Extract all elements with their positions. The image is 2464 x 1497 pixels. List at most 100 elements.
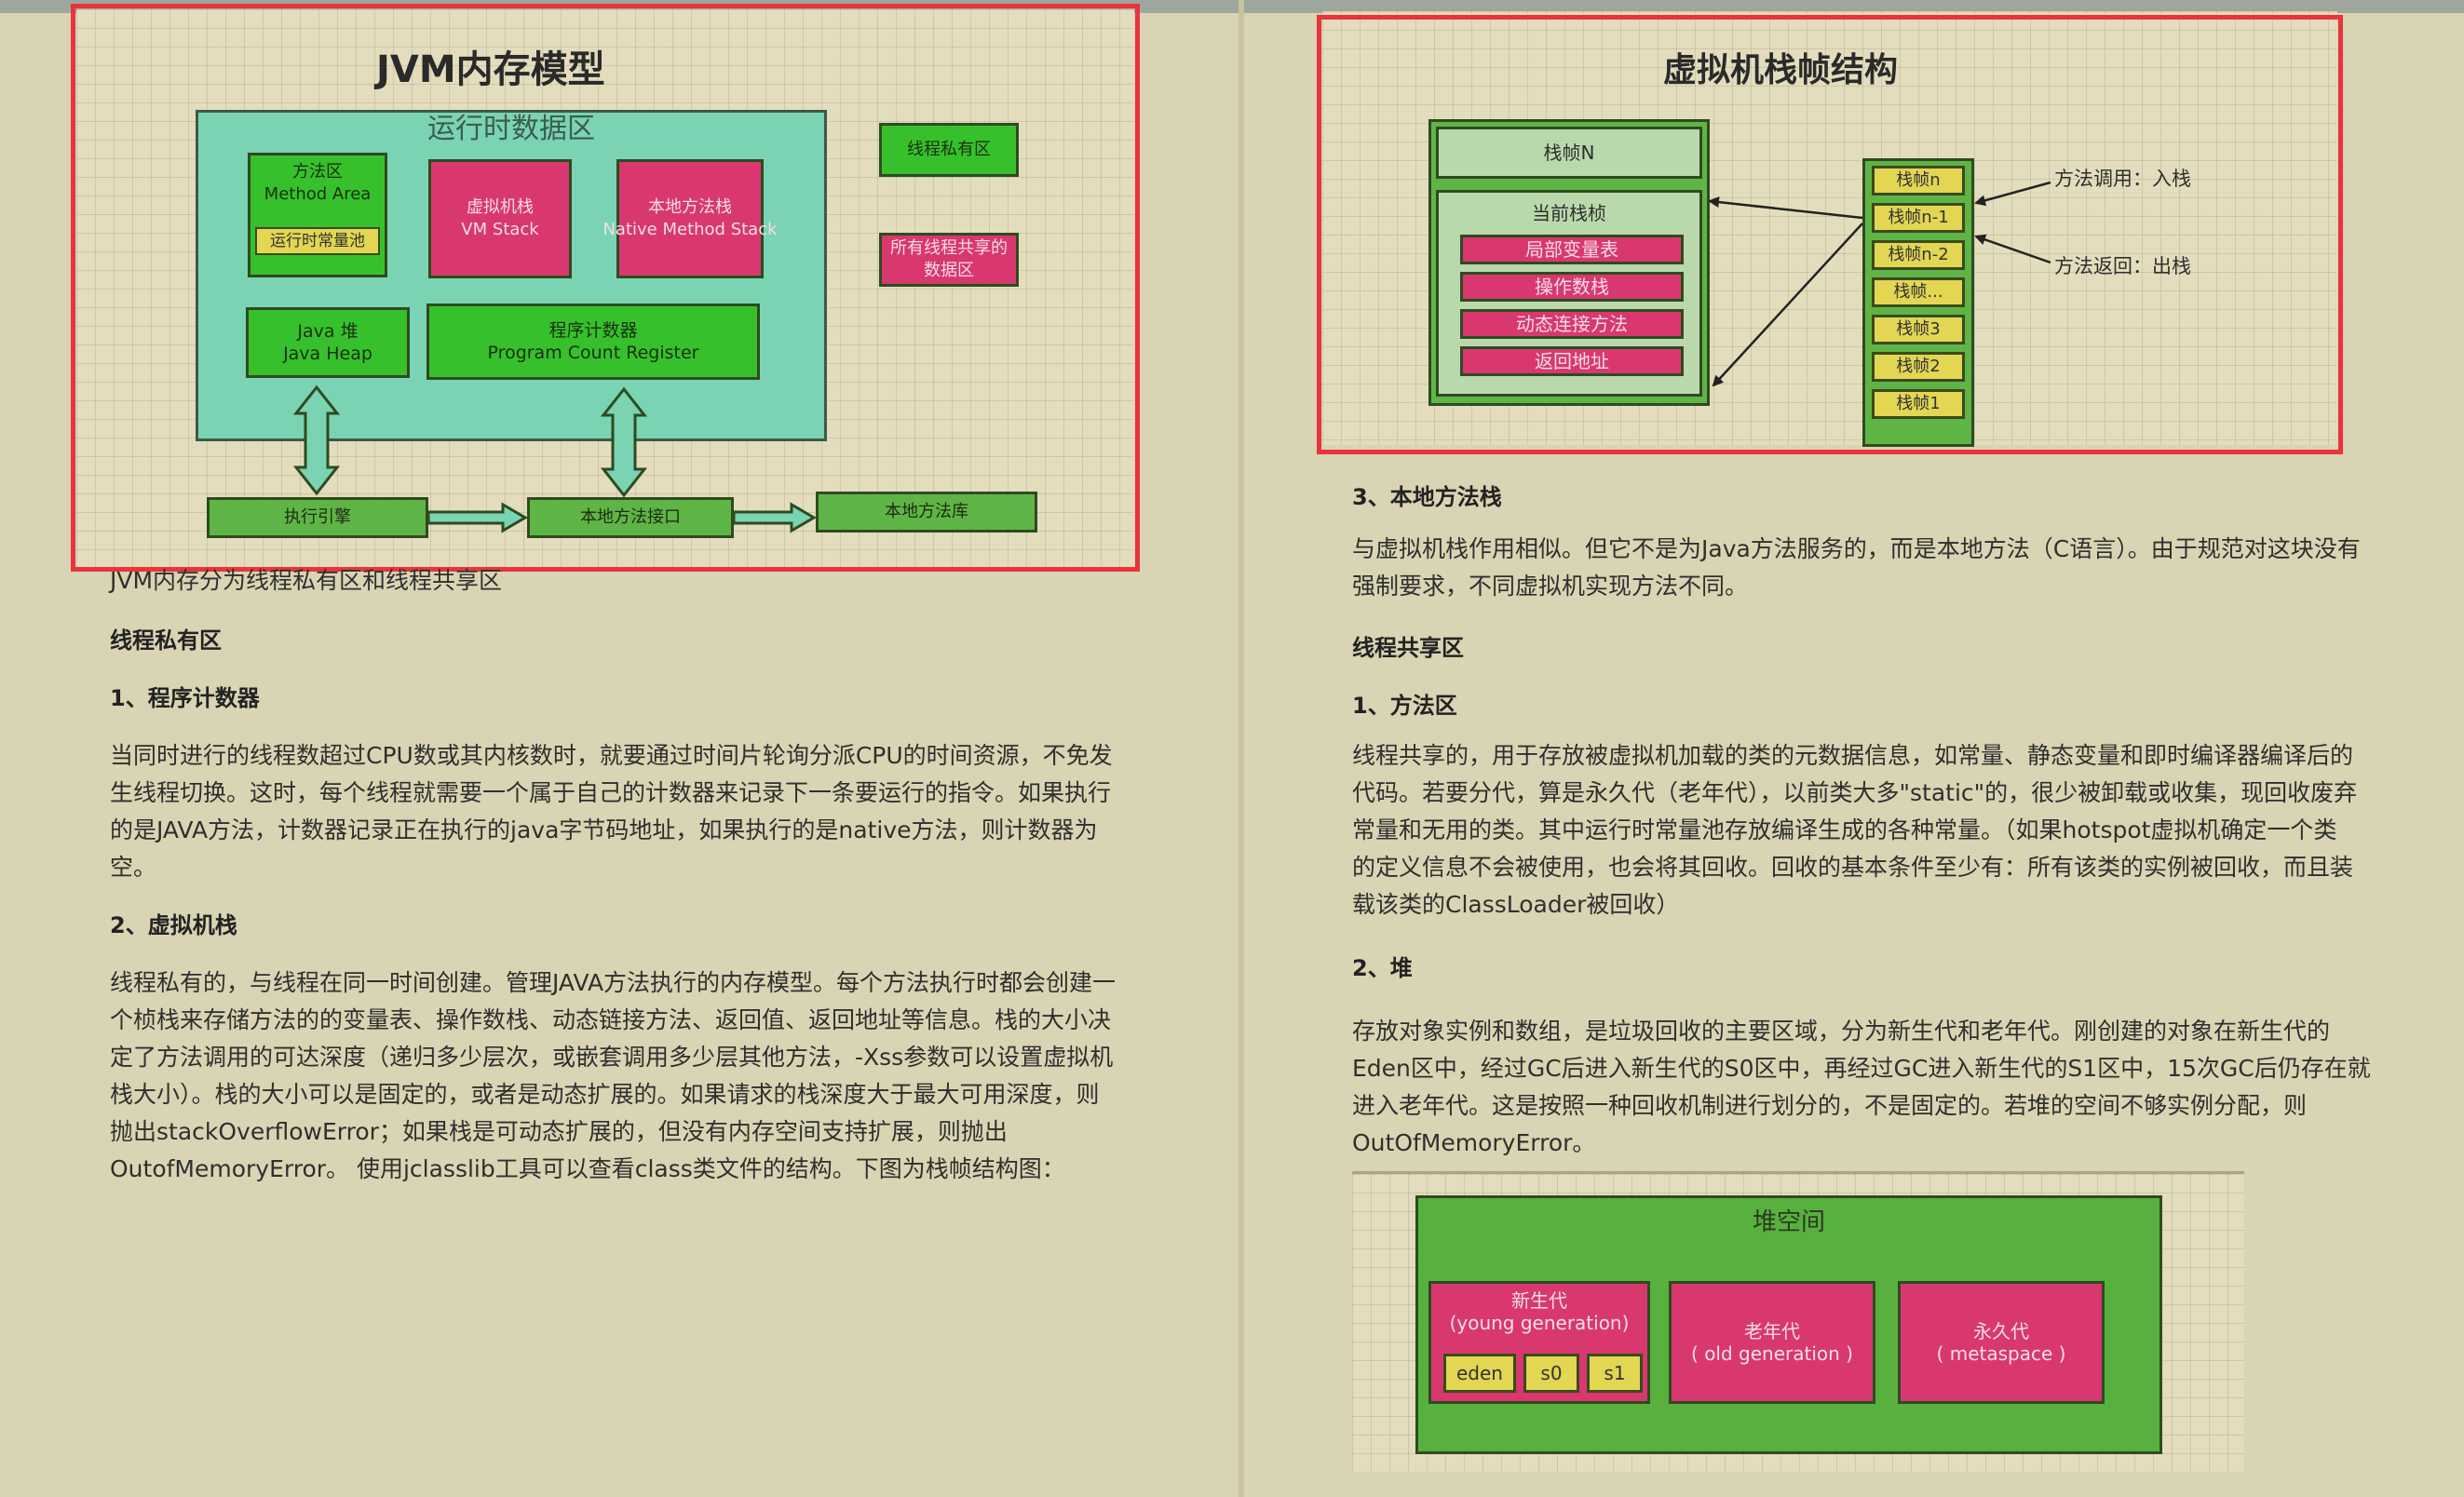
- method-area-box: 方法区 Method Area: [248, 153, 387, 277]
- arrow-to-return-address: [1712, 223, 1863, 387]
- method-line: 的定义信息不会被使用，也会将其回收。回收的基本条件至少有：所有该类的实例被回收，…: [1352, 854, 2354, 881]
- eden-label: eden: [1456, 1362, 1503, 1384]
- frame-item-operand-stack: 操作数栈: [1460, 272, 1684, 302]
- vm-stack-box: 虚拟机栈 VM Stack: [428, 159, 572, 278]
- legend-thread-private-label: 线程私有区: [907, 140, 991, 159]
- old-generation-box: 老年代 ( old generation ): [1669, 1281, 1875, 1404]
- vm-line: 线程私有的，与线程在同一时间创建。管理JAVA方法执行的内存模型。每个方法执行时…: [110, 969, 1117, 996]
- stack-frame: 栈帧1: [1872, 389, 1965, 419]
- vm-stack-label-en: VM Stack: [461, 220, 539, 239]
- stack-frame: 栈帧3: [1872, 315, 1965, 344]
- pc-line: 当同时进行的线程数超过CPU数或其内核数时，就要通过时间片轮询分派CPU的时间资…: [110, 742, 1113, 769]
- left-page: JVM内存模型 运行时数据区 方法区 Method Area 运行时常量池 虚拟…: [0, 4, 1239, 1497]
- dynamic-link-label: 动态连接方法: [1516, 313, 1628, 335]
- vm-line: 定了方法调用的可达深度（递归多少层次，或嵌套调用多少层其他方法，-Xss参数可以…: [110, 1044, 1114, 1071]
- jvm-diagram-arrows: [292, 384, 817, 533]
- heading-method-area: 1、方法区: [1352, 693, 1457, 719]
- stack-frame-arrows: [1708, 181, 2051, 387]
- heap-exec-double-arrow: [292, 384, 341, 496]
- native-line: 与虚拟机栈作用相似。但它不是为Java方法服务的，而是本地方法（C语言）。由于规…: [1352, 535, 2361, 562]
- stack-frame-diagram-title: 虚拟机栈帧结构: [1663, 51, 1899, 89]
- heap-line: 存放对象实例和数组，是垃圾回收的主要区域，分为新生代和老年代。刚创建的对象在新生…: [1352, 1018, 2331, 1045]
- heap-line: OutOfMemoryError。: [1352, 1129, 1596, 1156]
- method-line: 载该类的ClassLoader被回收）: [1352, 891, 1680, 918]
- pc-register-label-en: Program Count Register: [487, 343, 699, 363]
- s0-box: s0: [1523, 1354, 1579, 1393]
- heading-thread-private: 线程私有区: [110, 627, 222, 654]
- native-interface-label: 本地方法接口: [580, 507, 681, 527]
- vm-line: OutofMemoryError。 使用jclasslib工具可以查看class…: [110, 1155, 1065, 1182]
- jvm-diagram-highlight: [71, 4, 1140, 572]
- stack-frame-label: 栈帧...: [1893, 282, 1943, 302]
- young-generation-label-cn: 新生代: [1511, 1289, 1567, 1312]
- vm-stack-label-cn: 虚拟机栈: [467, 197, 534, 217]
- legend-thread-private: 线程私有区: [879, 123, 1019, 177]
- diagram-caption: JVM内存分为线程私有区和线程共享区: [110, 567, 503, 594]
- frame-n-label: 栈帧N: [1543, 142, 1595, 164]
- native-library-box: 本地方法库: [816, 492, 1037, 533]
- eden-box: eden: [1443, 1354, 1516, 1393]
- vm-line: 栈大小）。栈的大小可以是固定的，或者是动态扩展的。如果请求的栈深度大于最大可用深…: [110, 1081, 1100, 1108]
- current-frame-label: 当前栈桢: [1532, 202, 1606, 224]
- young-generation-label-en: (young generation): [1449, 1312, 1630, 1334]
- stack-frame-label: 栈帧2: [1896, 357, 1941, 376]
- stack-frame: 栈帧n-1: [1872, 203, 1965, 233]
- pop-label: 方法返回：出栈: [2054, 255, 2191, 277]
- stack-frame-label: 栈帧n-1: [1888, 208, 1949, 227]
- stack-frame-label: 栈帧1: [1896, 394, 1941, 413]
- stack-frame: 栈帧n-2: [1872, 240, 1965, 270]
- s1-box: s1: [1587, 1354, 1643, 1393]
- method-line: 线程共享的，用于存放被虚拟机加载的类的元数据信息，如常量、静态变量和即时编译器编…: [1352, 742, 2354, 769]
- legend-shared-line1: 所有线程共享的: [890, 238, 1008, 258]
- method-line: 代码。若要分代，算是永久代（老年代），以前类大多"static"的，很少被卸载或…: [1352, 779, 2358, 806]
- heap-line: 进入老年代。这是按照一种回收机制进行划分的，不是固定的。若堆的空间不够实例分配，…: [1352, 1092, 2308, 1119]
- java-heap-label-cn: Java 堆: [297, 321, 359, 342]
- native-stack-label-en: Native Method Stack: [602, 220, 778, 239]
- native-interface-box: 本地方法接口: [527, 497, 734, 538]
- pc-register-label-cn: 程序计数器: [548, 320, 638, 341]
- method-line: 常量和无用的类。其中运行时常量池存放编译生成的各种常量。（如果hotspot虚拟…: [1352, 816, 2337, 843]
- native-library-label: 本地方法库: [885, 502, 968, 521]
- constant-pool-label: 运行时常量池: [270, 232, 365, 250]
- page-divider: [1239, 0, 1244, 1497]
- frame-item-dynamic-link: 动态连接方法: [1460, 309, 1684, 339]
- right-page: 虚拟机栈帧结构 栈帧N 当前栈桢 局部变量表 操作数栈 动态连接方法 返回地址 …: [1244, 11, 2464, 1497]
- stack-frame-highlight: [1317, 15, 2343, 454]
- exec-interface-arrow: [426, 502, 528, 533]
- execution-engine-box: 执行引擎: [207, 497, 428, 538]
- heap-line: Eden区中，经过GC后进入新生代的S0区中，再经过GC进入新生代的S1区中，1…: [1352, 1055, 2371, 1082]
- method-area-label-en: Method Area: [264, 184, 372, 204]
- push-arrow: [1974, 181, 2051, 207]
- stack-frame: 栈帧n: [1872, 166, 1965, 196]
- vm-line: 抛出stackOverflowError；如果栈是可动态扩展的，但没有内存空间支…: [110, 1118, 1008, 1145]
- metaspace-label-en: ( metaspace ): [1936, 1342, 2066, 1365]
- stack-frame: 栈帧2: [1872, 352, 1965, 382]
- pop-arrow: [1974, 234, 2051, 264]
- frame-n-box: 栈帧N: [1436, 127, 1702, 179]
- s1-label: s1: [1604, 1362, 1626, 1384]
- heading-vm-stack: 2、虚拟机栈: [110, 912, 237, 938]
- heading-program-counter: 1、程序计数器: [110, 685, 260, 711]
- stack-frame-label: 栈帧n: [1896, 170, 1941, 190]
- heading-thread-shared: 线程共享区: [1352, 635, 1464, 661]
- native-method-stack-box: 本地方法栈 Native Method Stack: [602, 159, 778, 278]
- native-line: 强制要求，不同虚拟机实现方法不同。: [1352, 573, 1749, 600]
- operand-stack-label: 操作数栈: [1535, 276, 1609, 298]
- push-label: 方法调用：入栈: [2054, 168, 2191, 190]
- heading-heap: 2、堆: [1352, 955, 1413, 981]
- java-heap-box: Java 堆 Java Heap: [246, 307, 410, 378]
- execution-engine-label: 执行引擎: [284, 507, 351, 527]
- stack-frame: 栈帧...: [1872, 277, 1965, 307]
- java-heap-label-en: Java Heap: [283, 344, 372, 364]
- metaspace-label-cn: 永久代: [1973, 1320, 2029, 1342]
- jvm-diagram-title: JVM内存模型: [376, 48, 605, 91]
- legend-shared-line2: 数据区: [924, 261, 974, 280]
- interface-library-arrow: [732, 502, 817, 533]
- pc-line: 的是JAVA方法，计数器记录正在执行的java字节码地址，如果执行的是nativ…: [110, 816, 1098, 843]
- arrow-to-current-frame: [1708, 196, 1863, 220]
- pc-register-box: 程序计数器 Program Count Register: [426, 303, 760, 380]
- old-generation-label-cn: 老年代: [1744, 1320, 1800, 1342]
- native-stack-label-cn: 本地方法栈: [648, 197, 732, 217]
- heading-native-stack: 3、本地方法栈: [1352, 484, 1502, 510]
- old-generation-label-en: ( old generation ): [1691, 1342, 1853, 1365]
